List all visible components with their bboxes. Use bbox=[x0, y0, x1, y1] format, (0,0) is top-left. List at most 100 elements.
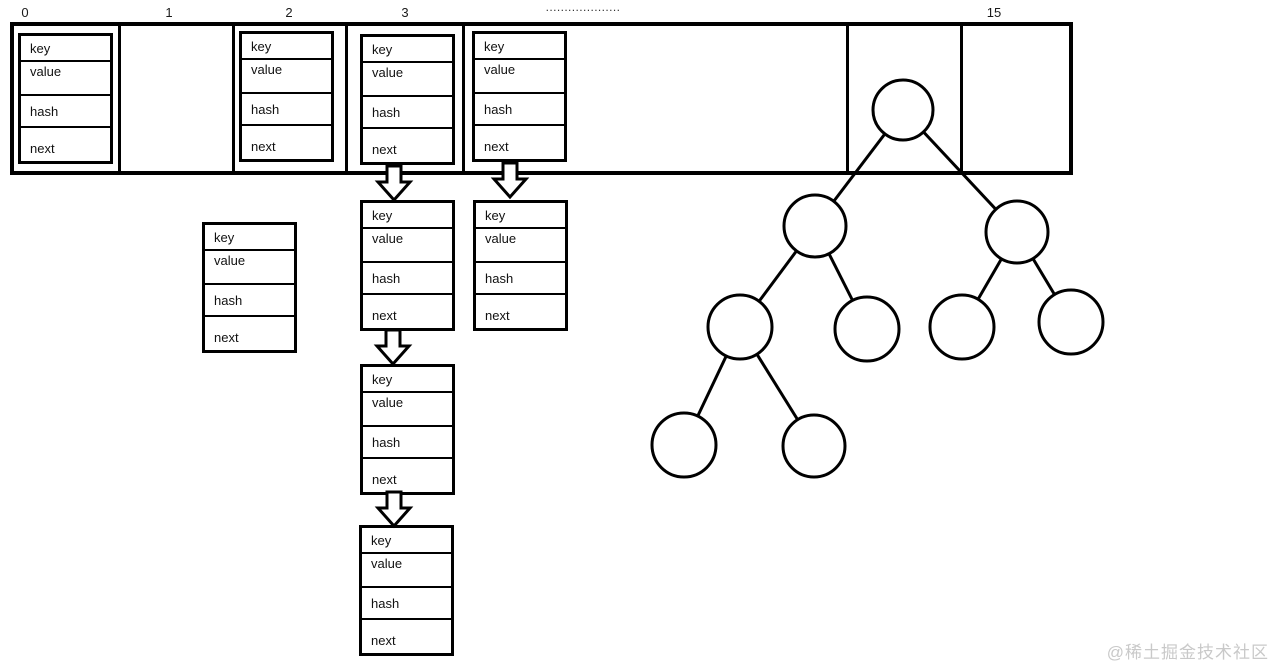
node-field-label-hash: hash bbox=[30, 103, 59, 119]
node-field-row-value: value bbox=[363, 227, 452, 261]
bucket-0-node: key value hash next bbox=[18, 33, 113, 164]
node-field-row-next: next bbox=[363, 127, 452, 162]
node-field-row-next: next bbox=[475, 124, 564, 159]
node-field-label-next: next bbox=[372, 142, 397, 157]
node-field-row-next: next bbox=[363, 293, 452, 328]
node-field-label-key: key bbox=[484, 38, 505, 54]
node-field-label-hash: hash bbox=[484, 101, 513, 117]
bucket-3-chain-node-1: key value hash next bbox=[360, 200, 455, 331]
node-field-row-value: value bbox=[363, 61, 452, 95]
bucket-divider-2-3 bbox=[345, 24, 348, 173]
detached-node: key value hash next bbox=[202, 222, 297, 353]
tree-edge-left-left-left bbox=[738, 225, 817, 328]
tree-node-left-left bbox=[706, 293, 774, 361]
bucket-2-node: key value hash next bbox=[239, 31, 334, 162]
node-field-row-next: next bbox=[242, 124, 331, 159]
node-field-row-hash: hash bbox=[363, 95, 452, 127]
node-field-row-next: next bbox=[363, 457, 452, 492]
tree-edge-left-left-left-left-left bbox=[682, 326, 742, 446]
node-field-row-next: next bbox=[476, 293, 565, 328]
node-field-label-value: value bbox=[372, 395, 404, 410]
tree-edge-right-right-right bbox=[1015, 231, 1073, 323]
node-field-label-key: key bbox=[372, 41, 393, 57]
bucket-ellipsis-chain-node-1: key value hash next bbox=[473, 200, 568, 331]
bucket-array-outline bbox=[10, 22, 1073, 175]
index-label-2: 2 bbox=[285, 5, 293, 20]
index-label-15: 15 bbox=[986, 5, 1002, 20]
node-field-row-next: next bbox=[205, 315, 294, 350]
node-field-label-key: key bbox=[372, 207, 393, 223]
tree-node-left-left-right bbox=[781, 413, 847, 479]
node-field-label-value: value bbox=[485, 231, 517, 246]
tree-edge-left-left-right bbox=[813, 225, 869, 330]
tree-node-left-right bbox=[833, 295, 901, 363]
bucket-3-chain-node-2: key value hash next bbox=[360, 364, 455, 495]
tree-node-left bbox=[782, 193, 848, 259]
node-field-label-next: next bbox=[214, 330, 239, 345]
bucket-3-chain-node-3: key value hash next bbox=[359, 525, 454, 656]
tree-node-right-right bbox=[1037, 288, 1105, 356]
node-field-row-value: value bbox=[363, 391, 452, 425]
bucket-divider-0-1 bbox=[118, 24, 121, 173]
node-field-label-value: value bbox=[371, 556, 403, 571]
node-field-row-hash: hash bbox=[242, 92, 331, 124]
node-field-label-hash: hash bbox=[371, 595, 400, 611]
node-field-label-hash: hash bbox=[214, 292, 243, 308]
node-field-row-key: key bbox=[21, 36, 110, 60]
node-field-label-value: value bbox=[372, 65, 404, 80]
tree-node-left-left-left bbox=[650, 411, 718, 479]
tree-edge-left-left-left-left-right bbox=[738, 326, 816, 447]
node-field-label-next: next bbox=[372, 472, 397, 487]
node-field-label-next: next bbox=[251, 139, 276, 154]
node-field-row-next: next bbox=[21, 126, 110, 161]
node-field-row-hash: hash bbox=[205, 283, 294, 315]
node-field-label-value: value bbox=[30, 64, 62, 79]
node-field-row-value: value bbox=[362, 552, 451, 586]
node-field-row-hash: hash bbox=[475, 92, 564, 124]
node-field-row-hash: hash bbox=[21, 94, 110, 126]
arrow-chain2-to-chain3 bbox=[374, 490, 414, 529]
tree-node-right bbox=[984, 199, 1050, 265]
node-field-label-next: next bbox=[371, 633, 396, 648]
node-field-row-key: key bbox=[205, 225, 294, 249]
node-field-label-next: next bbox=[484, 139, 509, 154]
node-field-label-value: value bbox=[484, 62, 516, 77]
node-field-label-next: next bbox=[372, 308, 397, 323]
index-label-3: 3 bbox=[401, 5, 409, 20]
node-field-row-key: key bbox=[475, 34, 564, 58]
node-field-label-value: value bbox=[214, 253, 246, 268]
node-field-label-value: value bbox=[372, 231, 404, 246]
bucket-ellipsis-node: key value hash next bbox=[472, 31, 567, 162]
node-field-row-key: key bbox=[476, 203, 565, 227]
node-field-label-hash: hash bbox=[251, 101, 280, 117]
bucket-divider-3-4 bbox=[462, 24, 465, 173]
node-field-row-hash: hash bbox=[363, 425, 452, 457]
node-field-row-value: value bbox=[476, 227, 565, 261]
node-field-label-hash: hash bbox=[372, 270, 401, 286]
node-field-label-value: value bbox=[251, 62, 283, 77]
bucket-divider-1-2 bbox=[232, 24, 235, 173]
node-field-row-value: value bbox=[475, 58, 564, 92]
node-field-label-key: key bbox=[251, 38, 272, 54]
arrow-chain1-to-chain2 bbox=[373, 328, 413, 367]
node-field-label-next: next bbox=[30, 141, 55, 156]
bucket-divider-14 bbox=[846, 24, 849, 173]
node-field-label-hash: hash bbox=[485, 270, 514, 286]
node-field-label-key: key bbox=[30, 40, 51, 56]
node-field-row-key: key bbox=[363, 37, 452, 61]
node-field-row-next: next bbox=[362, 618, 451, 653]
node-field-label-key: key bbox=[371, 532, 392, 548]
watermark-text: @稀土掘金技术社区 bbox=[1106, 643, 1269, 662]
node-field-row-key: key bbox=[363, 367, 452, 391]
node-field-label-key: key bbox=[485, 207, 506, 223]
tree-edge-right-right-left bbox=[960, 231, 1019, 328]
node-field-row-value: value bbox=[21, 60, 110, 94]
node-field-row-key: key bbox=[242, 34, 331, 58]
node-field-label-hash: hash bbox=[372, 104, 401, 120]
node-field-row-hash: hash bbox=[476, 261, 565, 293]
bucket-3-node: key value hash next bbox=[360, 34, 455, 165]
index-label-1: 1 bbox=[165, 5, 173, 20]
bucket-divider-15 bbox=[960, 24, 963, 173]
node-field-label-key: key bbox=[372, 371, 393, 387]
